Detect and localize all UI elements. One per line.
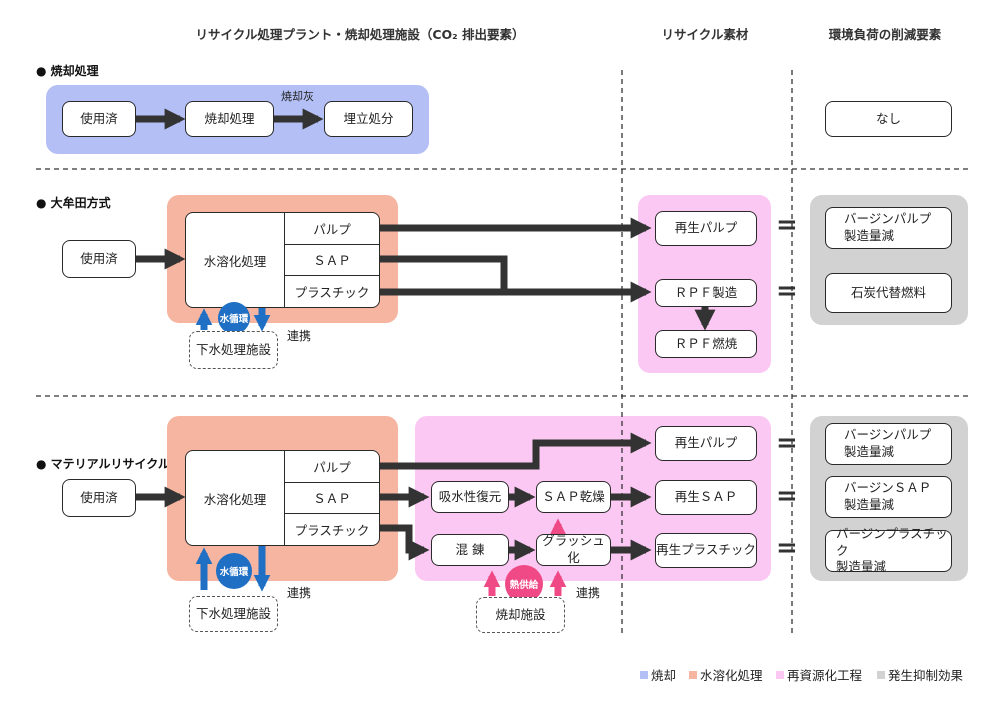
mat-reduction-1: バージンパルプ 製造量減 [825, 423, 952, 465]
legend-recycle: 再資源化工程 [776, 665, 862, 684]
legend-water: 水溶化処理 [689, 665, 763, 684]
mat-sewage-box: 下水処理施設 [189, 596, 278, 632]
mat-equal-3: = [776, 533, 798, 563]
mat-equal-1: = [776, 428, 798, 458]
omuta-rpf-make-box: ＲＰＦ製造 [655, 279, 757, 307]
inc-landfill-box: 埋立処分 [324, 101, 413, 137]
omuta-recycled-pulp-box: 再生パルプ [655, 211, 757, 246]
legend-label-recycle: 再資源化工程 [787, 668, 863, 683]
mat-kneading-box: 混 錬 [431, 534, 509, 566]
legend-swatch-incineration [640, 670, 648, 679]
legend-swatch-suppression [877, 670, 885, 679]
legend-label-incineration: 焼却 [651, 668, 677, 683]
mat-cooperation-label-2: 連携 [576, 586, 601, 600]
omuta-used-box: 使用済 [62, 240, 136, 278]
mat-recycled-plastic-box: 再生プラスチック [655, 533, 757, 568]
omuta-process-box: 水溶化処理 パルプ ＳＡＰ プラスチック [185, 212, 380, 308]
inc-ash-label: 焼却灰 [281, 90, 314, 103]
mat-recycled-pulp-box: 再生パルプ [655, 426, 757, 461]
omuta-process-label: 水溶化処理 [203, 253, 267, 269]
mat-reduction-2: バージンＳＡＰ 製造量減 [825, 476, 952, 518]
omuta-reduction-1: バージンパルプ 製造量減 [825, 207, 952, 249]
mat-plastic-cell: プラスチック [284, 513, 379, 545]
incinerator-box: 焼却施設 [476, 597, 565, 633]
omuta-sap-cell: ＳＡＰ [284, 244, 379, 276]
header-plant: リサイクル処理プラント・焼却処理施設（CO₂ 排出要素） [195, 27, 525, 42]
omuta-water-cycle-icon: 水循環 [218, 302, 250, 334]
mat-water-cycle-icon: 水循環 [216, 553, 252, 589]
mat-crush-box: グラッシュ化 [536, 533, 611, 566]
mat-absorb-box: 吸水性復元 [431, 481, 509, 513]
header-reduction: 環境負荷の削減要素 [828, 27, 942, 42]
inc-reduction-box: なし [825, 101, 952, 137]
mat-recycled-sap-box: 再生ＳＡＰ [655, 480, 757, 515]
mat-used-box: 使用済 [62, 479, 136, 517]
mat-cooperation-label-1: 連携 [287, 586, 312, 600]
legend-swatch-recycle [776, 670, 784, 679]
section-material: ● マテリアルリサイクル [36, 457, 170, 471]
legend-label-suppression: 発生抑制効果 [888, 668, 964, 683]
mat-sap-cell: ＳＡＰ [284, 482, 379, 514]
arrow-mat-pulp [380, 432, 652, 470]
inc-process-box: 焼却処理 [185, 101, 274, 137]
mat-process-label: 水溶化処理 [203, 491, 267, 507]
omuta-cooperation-label: 連携 [287, 329, 312, 343]
legend-suppression: 発生抑制効果 [877, 665, 963, 684]
header-recycled: リサイクル素材 [661, 27, 749, 42]
mat-reduction-3: バージンプラスチック 製造量減 [825, 526, 952, 574]
mat-sap-dry-box: ＳＡＰ乾燥 [536, 481, 611, 513]
omuta-sewage-box: 下水処理施設 [189, 331, 278, 369]
arrow-mat-plastic [380, 524, 430, 561]
omuta-reduction-2: 石炭代替燃料 [825, 273, 952, 313]
omuta-rpf-burn-box: ＲＰＦ燃焼 [655, 330, 757, 358]
omuta-equal-1: = [776, 210, 798, 240]
omuta-pulp-cell: パルプ [284, 213, 379, 245]
mat-equal-2: = [776, 481, 798, 511]
heat-supply-icon: 熱供給 [505, 565, 543, 603]
omuta-plastic-cell: プラスチック [284, 275, 379, 307]
inc-used-box: 使用済 [62, 101, 136, 137]
section-incineration: ● 焼却処理 [36, 64, 99, 78]
legend-label-water: 水溶化処理 [700, 668, 763, 683]
omuta-equal-2: = [776, 276, 798, 306]
arrow-omuta-sap [380, 255, 508, 292]
legend-swatch-water [689, 670, 697, 679]
legend-incineration: 焼却 [640, 665, 676, 684]
mat-pulp-cell: パルプ [284, 451, 379, 483]
mat-process-box: 水溶化処理 パルプ ＳＡＰ プラスチック [185, 450, 380, 546]
section-omuta: ● 大牟田方式 [36, 196, 111, 210]
